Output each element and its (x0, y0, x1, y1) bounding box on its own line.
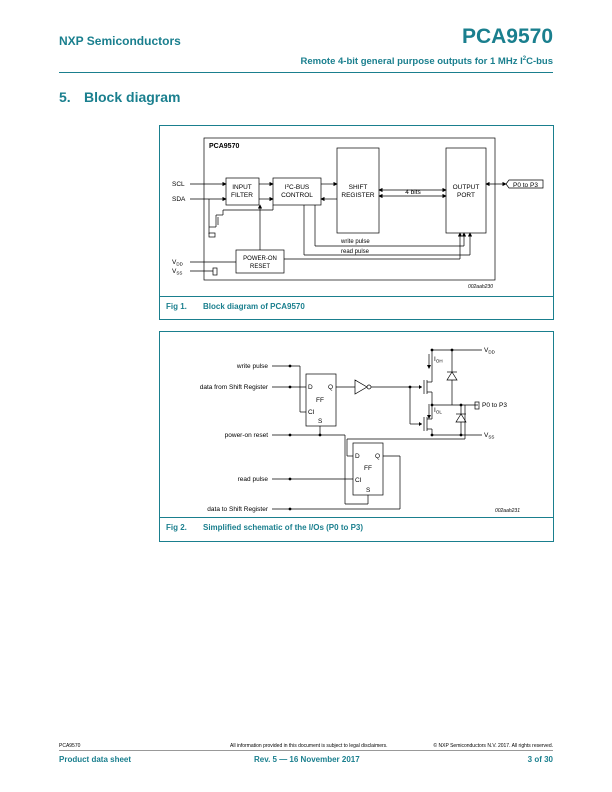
ff2-d: D (355, 453, 360, 460)
data-from-label: data from Shift Register (200, 384, 269, 391)
vss-label: VSS (172, 268, 182, 276)
vdd-label: VDD (172, 259, 184, 267)
bits-label: 4 bits (405, 189, 421, 196)
vdd-label: VDD (484, 347, 496, 355)
figure-code: 002aah231 (495, 508, 520, 514)
figure-caption: Fig 2.Simplified schematic of the I/Os (… (166, 523, 364, 532)
section-number: 5. (59, 89, 71, 105)
por-label: power-on reset (225, 432, 269, 439)
shift-label-1: SHIFT (349, 184, 368, 191)
ff2-ff: FF (364, 465, 372, 472)
i2c-label-2: CONTROL (281, 192, 313, 199)
por-label-2: RESET (250, 264, 270, 270)
input-filter-label-1: INPUT (232, 184, 252, 191)
section-heading: 5. Block diagram (59, 89, 180, 105)
port-label: P0 to P3 (513, 182, 538, 189)
ff1-ci: CI (308, 409, 315, 416)
i2c-label-1: I2C-BUS (285, 183, 310, 191)
company-name: NXP Semiconductors (59, 34, 181, 48)
figure-1: PCA9570 SCL SDA VDD VSS INPUT FILTER I2C… (159, 125, 554, 320)
caption-divider (160, 296, 553, 297)
input-filter-block (225, 177, 260, 206)
vss-label: VSS (484, 432, 494, 440)
ff2-s: S (366, 487, 371, 494)
product-name: PCA9570 (461, 25, 553, 48)
ff2-ci: CI (355, 477, 362, 484)
footer-revision: Rev. 5 — 16 November 2017 (254, 755, 360, 764)
sda-label: SDA (172, 196, 186, 203)
iol-label: IOL (434, 407, 442, 415)
block-diagram: PCA9570 SCL SDA VDD VSS INPUT FILTER I2C… (172, 137, 544, 290)
footer-copyright: © NXP Semiconductors N.V. 2017. All righ… (433, 743, 553, 749)
ff1-d: D (308, 384, 313, 391)
figure-code: 002aah230 (468, 284, 493, 290)
section-title: Block diagram (84, 89, 181, 105)
shift-label-2: REGISTER (341, 192, 375, 199)
footer-doc-type: Product data sheet (59, 755, 132, 764)
figure-caption: Fig 1.Block diagram of PCA9570 (166, 302, 305, 311)
por-label-1: POWER-ON (243, 256, 277, 262)
output-label-2: PORT (457, 192, 475, 199)
ff1-s: S (318, 418, 323, 425)
flip-flop-1 (305, 373, 337, 427)
header-divider (59, 72, 553, 73)
chip-boundary (203, 137, 496, 281)
read-pulse-label: read pulse (238, 476, 269, 483)
input-filter-label-2: FILTER (231, 192, 253, 199)
write-pulse-label: write pulse (340, 239, 370, 245)
figure-2: write pulse data from Shift Register pow… (159, 331, 554, 542)
footer-disclaimer: All information provided in this documen… (230, 743, 388, 749)
footer-doc-id: PCA9570 (59, 743, 81, 749)
i2c-control-block (272, 177, 322, 206)
ff1-ff: FF (316, 397, 324, 404)
write-pulse-label: write pulse (236, 363, 268, 370)
footer-page: 3 of 30 (527, 755, 553, 764)
chip-label: PCA9570 (209, 143, 239, 150)
io-schematic: write pulse data from Shift Register pow… (200, 347, 520, 514)
data-to-label: data to Shift Register (207, 506, 269, 513)
read-pulse-label: read pulse (341, 249, 370, 255)
caption-divider (160, 517, 553, 518)
port-label: P0 to P3 (482, 402, 507, 409)
scl-label: SCL (172, 181, 185, 188)
ioh-label: IOH (434, 356, 443, 364)
output-label-1: OUTPUT (453, 184, 480, 191)
ff2-q: Q (375, 453, 380, 460)
footer-divider (59, 750, 553, 751)
ff1-q: Q (328, 384, 333, 391)
product-subtitle: Remote 4-bit general purpose outputs for… (300, 56, 553, 68)
